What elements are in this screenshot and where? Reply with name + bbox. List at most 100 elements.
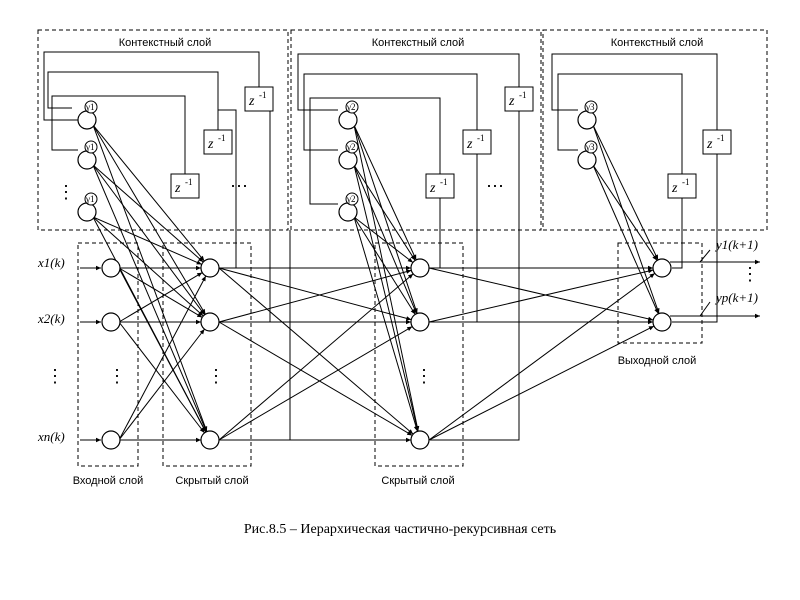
hidden-layer-1-vertical-ellipsis: ⋮ — [207, 366, 225, 386]
input-neuron — [101, 258, 121, 278]
hidden-neuron — [200, 312, 220, 332]
arrow-head — [648, 319, 653, 325]
input-neuron — [101, 312, 121, 332]
arrow-head — [196, 260, 202, 265]
arrow-head — [413, 425, 419, 432]
arrow-head — [201, 275, 206, 282]
feedback-hidden1-n — [224, 230, 291, 441]
arrow-head — [196, 312, 203, 318]
hidden-neuron — [410, 430, 430, 450]
arrow-head — [198, 257, 204, 263]
delay-box-text: z — [207, 137, 214, 152]
arrow-head — [755, 259, 760, 265]
connection-line — [353, 216, 418, 432]
feedback-delay-1c — [51, 95, 186, 174]
connection-line — [592, 164, 659, 314]
connection-line — [353, 124, 419, 432]
connection-line — [92, 164, 206, 316]
feedback-delay-3b — [557, 73, 683, 174]
connection-line — [118, 328, 205, 441]
delay-box-2-c: z-1 — [425, 173, 455, 199]
arrow-head — [406, 437, 411, 443]
feedback-delay-2c — [309, 97, 441, 205]
connection-line — [118, 275, 207, 441]
arrow-head — [648, 265, 653, 271]
connection-line — [353, 124, 418, 314]
feedback-output-1 — [672, 198, 683, 269]
arrow-head — [405, 269, 412, 274]
connection-line — [118, 267, 203, 318]
connection-line — [428, 272, 656, 441]
arrow-head — [755, 313, 760, 319]
delay-box-frame — [244, 86, 274, 112]
input-neuron — [101, 430, 121, 450]
connection-line — [353, 164, 419, 432]
delay-box-frame — [462, 129, 492, 155]
hidden-neuron — [410, 312, 430, 332]
gamma-label: γ2 — [346, 194, 355, 204]
feedback-delay-1b — [47, 71, 219, 130]
arrow-head — [654, 308, 659, 314]
hidden-layer-2-vertical-ellipsis: ⋮ — [415, 366, 433, 386]
gamma-self-loop — [84, 192, 98, 206]
gamma-self-loop — [345, 192, 359, 206]
arrow-head — [652, 255, 657, 261]
delay-box-text: z — [429, 181, 436, 196]
connection-line — [353, 164, 416, 261]
gamma-label: γ1 — [85, 142, 94, 152]
arrow-head — [407, 273, 414, 279]
connection-line — [218, 273, 414, 441]
context-neuron — [77, 202, 97, 222]
context-neuron — [338, 150, 358, 170]
arrow-head — [649, 273, 655, 279]
gamma-self-loop — [584, 140, 598, 154]
input-label-xn: xn(k) — [37, 429, 65, 444]
arrow-head — [198, 311, 204, 316]
arrow-head — [196, 272, 203, 278]
context-layer-title-1: Контекстный слой — [119, 37, 212, 49]
delay-box-frame — [667, 173, 697, 199]
connection-line — [353, 164, 417, 314]
connection-line — [92, 164, 207, 432]
output-vertical-ellipsis: ⋮ — [741, 264, 759, 284]
gamma-label: γ3 — [585, 102, 595, 112]
arrow-head — [406, 431, 413, 436]
connection-line — [92, 216, 202, 265]
connection-line — [353, 216, 414, 263]
delay-box-exponent: -1 — [185, 177, 193, 187]
arrow-head — [406, 265, 411, 271]
gamma-self-loop — [345, 140, 359, 154]
feedback-hidden1-1 — [218, 109, 237, 269]
arrow-head — [648, 326, 654, 331]
delay-box-3-b: z-1 — [667, 173, 697, 199]
context-1-vertical-ellipsis: ⋮ — [57, 182, 75, 202]
delay-box-frame — [203, 129, 233, 155]
connection-line — [218, 267, 412, 321]
output-layer-box — [617, 242, 703, 344]
connection-line — [218, 326, 413, 441]
arrow-head — [647, 316, 654, 321]
connection-line — [428, 269, 654, 323]
connection-line — [92, 216, 204, 317]
arrow-head — [199, 329, 205, 335]
feedback-hidden2-n — [430, 111, 520, 441]
delay-box-text: z — [706, 137, 713, 152]
arrow-head — [406, 319, 411, 325]
delay-box-frame — [170, 173, 200, 199]
arrow-head — [201, 426, 206, 433]
connection-line — [92, 216, 207, 433]
delay-box-exponent: -1 — [477, 133, 485, 143]
gamma-label: γ3 — [585, 142, 595, 152]
arrow-head — [405, 316, 412, 321]
context-layer-box-3 — [542, 29, 768, 231]
delay-box-1-c: z-1 — [170, 173, 200, 199]
arrow-head — [196, 265, 201, 271]
delay-box-frame — [702, 129, 732, 155]
delay-box-exponent: -1 — [717, 133, 725, 143]
connection-line — [592, 164, 658, 261]
connection-line — [118, 321, 205, 434]
feedback-hidden2-1 — [430, 198, 441, 269]
connection-line — [92, 124, 206, 315]
connection-line — [118, 272, 203, 323]
output-label-yp: yp(k+1) — [714, 290, 758, 305]
